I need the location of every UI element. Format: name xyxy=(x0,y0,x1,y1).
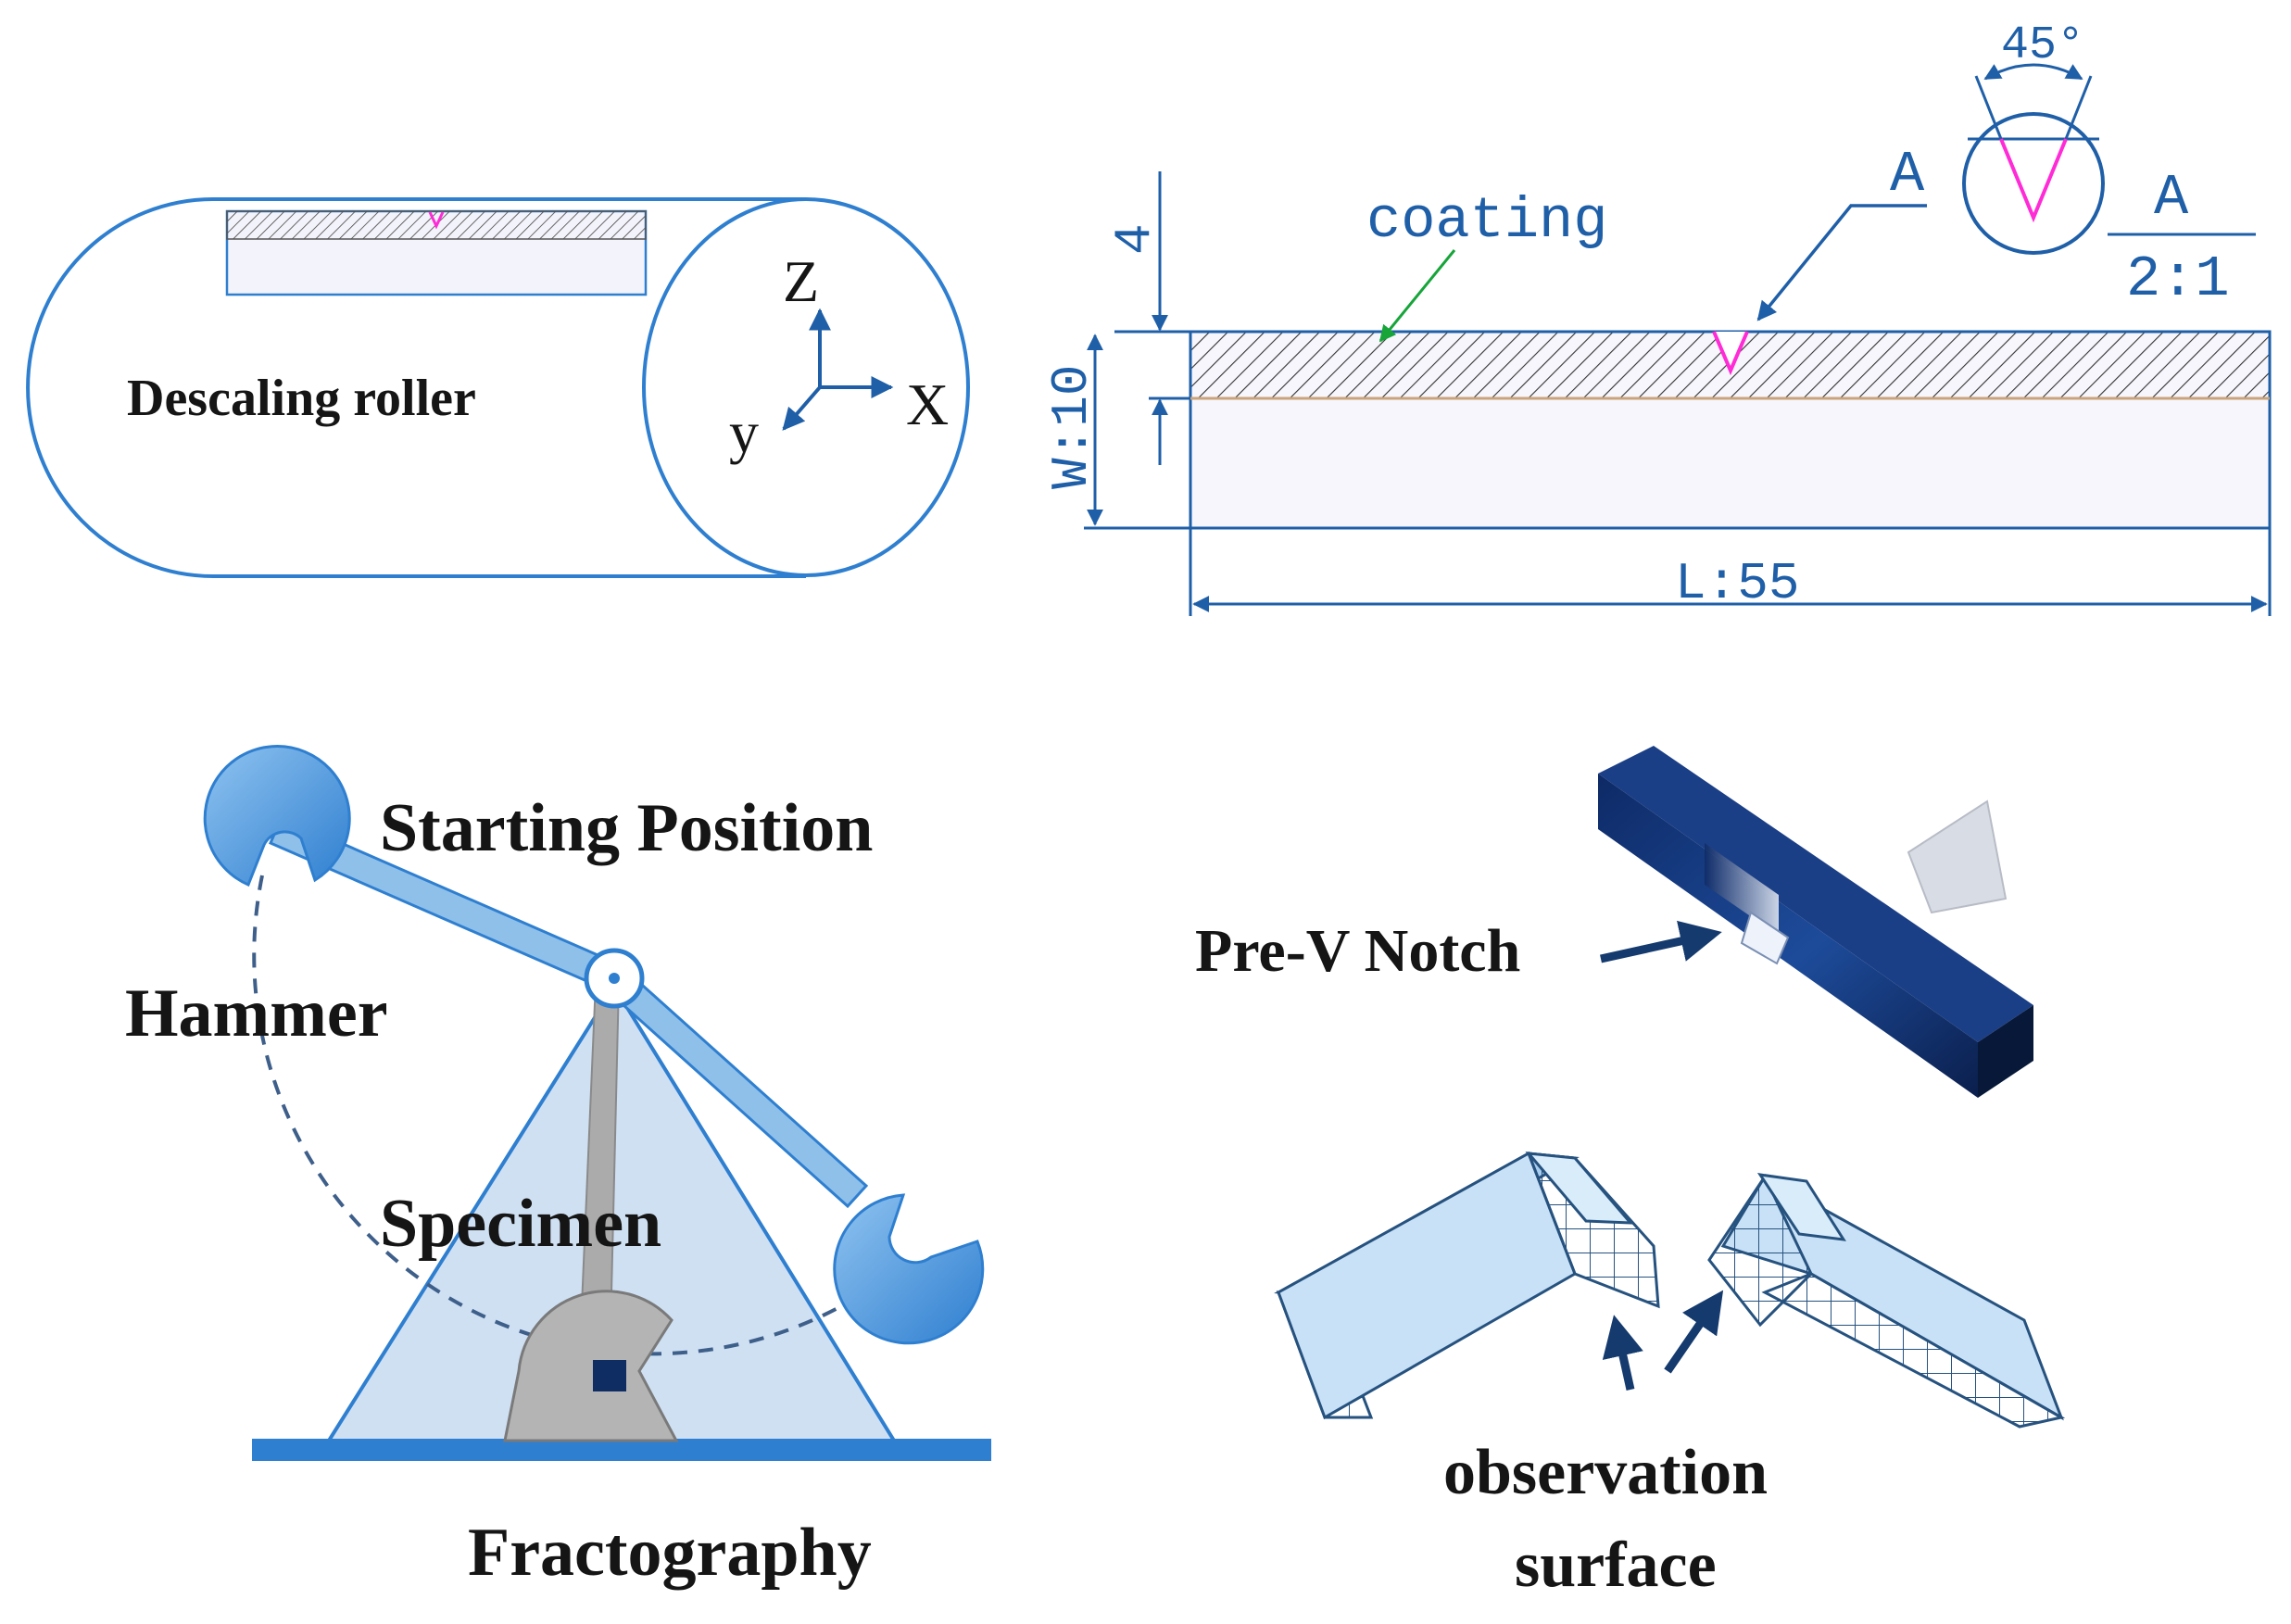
fracture-half-right-grid xyxy=(1761,1272,2066,1429)
swing-path xyxy=(252,875,850,1356)
specimen-block xyxy=(593,1360,626,1391)
fractography-label: Fractography xyxy=(468,1515,872,1591)
detail-scale: 2:1 xyxy=(2126,246,2230,312)
notched-bar-top xyxy=(1598,746,2033,1042)
detail-angle-ext-right xyxy=(2064,75,2093,140)
pivot-center xyxy=(609,973,620,984)
notched-bar-end xyxy=(1978,1005,2033,1098)
width-dimension xyxy=(1084,334,1190,530)
fracture-end-cap-left xyxy=(1525,1152,1634,1225)
panel-roller: Descaling roller Z X y xyxy=(26,197,970,578)
thickness-dimension xyxy=(1114,171,1190,465)
panel-tester: Starting Position Hammer Specimen Fracto… xyxy=(125,745,991,1591)
axis-y-label: y xyxy=(729,399,759,465)
fracture-end-cap-right xyxy=(1756,1173,1846,1241)
roller-label: Descaling roller xyxy=(127,370,476,427)
fracture-half-left-face xyxy=(1277,1151,1577,1420)
length-label: L:55 xyxy=(1675,554,1799,613)
anvil-shape xyxy=(1907,799,2008,914)
section-mark-label: A xyxy=(1890,142,1925,208)
coating-label: coating xyxy=(1366,188,1607,254)
roller-end-face xyxy=(642,197,970,577)
hammer-end xyxy=(833,1193,985,1345)
panel-drawing: coating A 45° A 2:1 4 W:10 xyxy=(1042,19,2272,616)
notched-bar-front xyxy=(1598,774,1978,1098)
roller-body-outline xyxy=(26,197,806,578)
starting-position-label: Starting Position xyxy=(380,790,873,866)
axis-x-label: X xyxy=(906,371,949,437)
notch-arrow xyxy=(1600,920,1722,963)
detail-circle xyxy=(1962,112,2105,255)
angle-label: 45° xyxy=(2001,19,2084,72)
thickness-label: 4 xyxy=(1105,223,1164,255)
axis-z-label: Z xyxy=(783,248,819,314)
coating-leader-line xyxy=(1378,249,1456,343)
pre-v-notch xyxy=(1740,911,1790,965)
detail-angle-ext-left xyxy=(1974,75,2003,140)
hammer-label: Hammer xyxy=(125,976,388,1051)
detail-v-notch xyxy=(1999,138,2068,223)
panel-fracture: Pre-V Notch observation surface xyxy=(1195,746,2066,1601)
section-leader-line xyxy=(1756,204,1927,321)
specimen-v-notch xyxy=(1712,331,1749,376)
detail-title: A xyxy=(2154,165,2189,231)
width-label: W:10 xyxy=(1042,365,1101,489)
specimen-label: Specimen xyxy=(380,1186,661,1262)
detail-angle-arc xyxy=(1983,63,2083,81)
hammer-start xyxy=(203,745,351,888)
coordinate-axes xyxy=(782,308,894,431)
specimen-anvil xyxy=(503,1290,679,1442)
observation-arrow-right xyxy=(1664,1290,1724,1374)
observation-arrow-left xyxy=(1602,1315,1643,1391)
roller-notch-mark xyxy=(428,211,445,230)
notch-label: Pre-V Notch xyxy=(1195,917,1520,985)
observation-label-line1: observation xyxy=(1443,1437,1768,1508)
length-dimension xyxy=(1189,528,2272,616)
observation-label-line2: surface xyxy=(1515,1530,1717,1601)
notched-bar-fade xyxy=(1705,843,1779,936)
